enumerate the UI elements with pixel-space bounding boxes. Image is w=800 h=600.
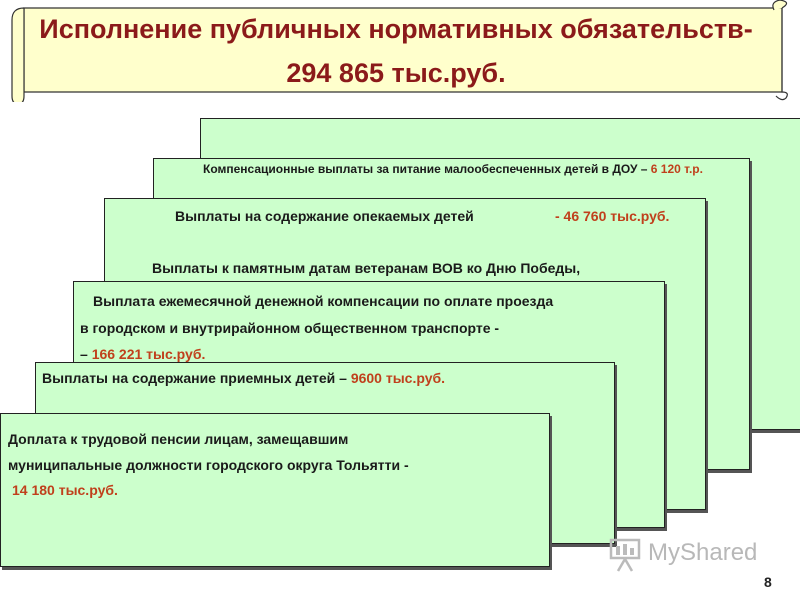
foster-children-text: Выплаты на содержание приемных детей – 9…: [42, 370, 446, 386]
foster-children-amount: 9600 тыс.руб.: [350, 370, 446, 386]
pension-line-1: Доплата к трудовой пенсии лицам, замещав…: [8, 431, 349, 447]
guardianship-amount: - 46 760 тыс.руб.: [555, 208, 670, 224]
title-scroll: [10, 0, 788, 102]
guardianship-text: Выплаты на содержание опекаемых детей: [175, 208, 474, 224]
page-number: 8: [764, 574, 772, 590]
scroll-banner-icon: [11, 0, 788, 102]
page-title-line-1: Исполнение публичных нормативных обязате…: [39, 14, 753, 44]
transport-line-1: Выплата ежемесячной денежной компенсации…: [93, 293, 554, 309]
veterans-text: Выплаты к памятным датам ветеранам ВОВ к…: [152, 260, 581, 276]
transport-line-2: в городском и внутрирайонном общественно…: [80, 320, 500, 336]
food-compensation-amount: 6 120 т.р.: [650, 162, 703, 176]
logo-text: MyShared: [648, 539, 758, 566]
food-compensation-text: Компенсационные выплаты за питание малоо…: [203, 162, 703, 176]
card-pension-supplement: [0, 413, 550, 567]
pension-line-2: муниципальные должности городского округ…: [8, 457, 409, 473]
transport-line-3: – 166 221 тыс.руб.: [80, 346, 206, 362]
presentation-board-icon: [609, 538, 641, 572]
page-title-line-2: 294 865 тыс.руб.: [286, 58, 506, 88]
pension-amount: 14 180 тыс.руб.: [12, 482, 118, 498]
myshared-logo: MyShared: [608, 537, 768, 573]
transport-amount: 166 221 тыс.руб.: [91, 346, 206, 362]
